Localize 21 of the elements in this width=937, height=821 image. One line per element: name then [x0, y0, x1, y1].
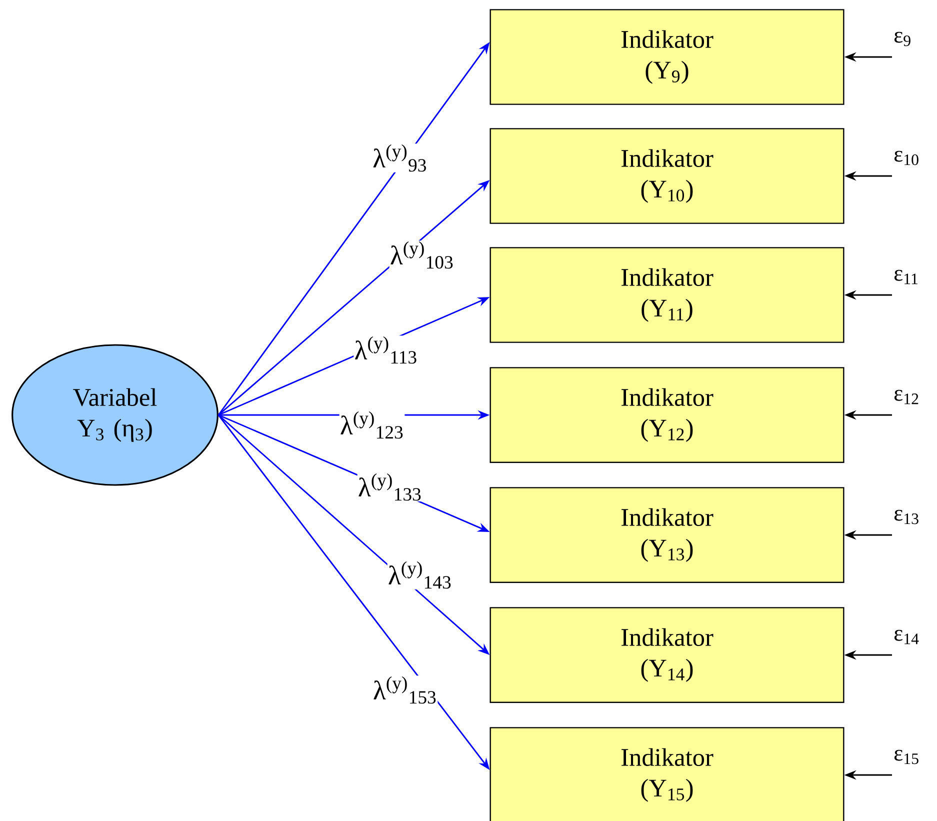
error-term: ε$_{11}$: [894, 270, 918, 284]
edge-label: λ$^{(y)}$143: [387, 560, 453, 590]
indicator-box: Indikator (Y$_{9}$): [490, 9, 844, 105]
error-term: ε$_{9}$: [894, 32, 910, 46]
edge-label: λ$^{(y)}$153: [372, 676, 438, 704]
error-term: ε$_{14}$: [894, 630, 919, 644]
error-term: ε$_{10}$: [894, 150, 918, 166]
indicator-box: Indikator (Y$_{14}$): [490, 607, 844, 703]
indicator-box: Indikator (Y$_{10}$): [490, 128, 844, 224]
edge-label: λ$^{(y)}$113: [354, 336, 418, 364]
indicator-box: Indikator (Y$_{13}$): [490, 487, 844, 583]
error-term: ε$_{15}$: [894, 750, 918, 764]
error-term: ε$_{12}$: [894, 390, 918, 404]
indicator-box: Indikator (Y$_{11}$): [490, 247, 844, 343]
indicator-box: Indikator (Y$_{15}$): [490, 727, 844, 821]
edge-label: λ$^{(y)}$93: [372, 144, 428, 172]
indicator-box: Indikator (Y$_{12}$): [490, 367, 844, 463]
error-term: ε$_{13}$: [894, 510, 918, 524]
edge-label: λ$^{(y)}$123: [339, 410, 405, 440]
edge-label: λ$^{(y)}$103: [389, 240, 455, 270]
edge-label: λ$^{(y)}$133: [357, 472, 423, 502]
